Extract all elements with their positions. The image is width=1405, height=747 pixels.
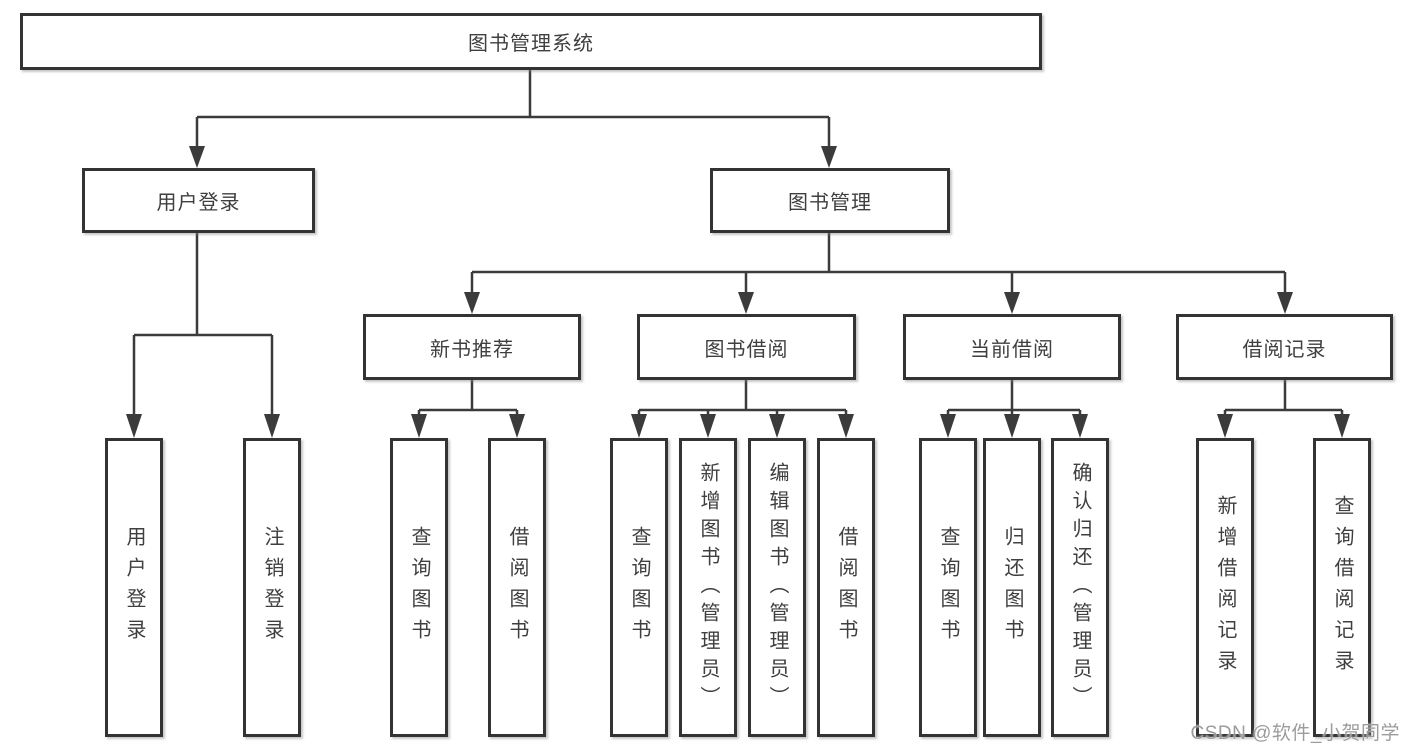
leaf-query-books-current: 查询图书 [919, 438, 977, 737]
leaf-user-login: 用户登录 [105, 438, 163, 737]
leaf-borrow-books-borrowing: 借阅图书 [817, 438, 875, 737]
leaf-query-books-recommend: 查询图书 [390, 438, 448, 737]
node-user-login: 用户登录 [82, 168, 315, 233]
node-new-book-recommend: 新书推荐 [363, 314, 581, 380]
leaf-edit-books-admin: 编辑图书（管理员） [748, 438, 806, 737]
node-borrowing-records: 借阅记录 [1176, 314, 1393, 380]
node-book-management: 图书管理 [710, 168, 950, 233]
leaf-confirm-return-admin: 确认归还（管理员） [1051, 438, 1109, 737]
leaf-add-borrow-record: 新增借阅记录 [1196, 438, 1254, 737]
csdn-watermark: CSDN @软件_小贺同学 [1190, 723, 1400, 744]
leaf-borrow-books-recommend: 借阅图书 [488, 438, 546, 737]
leaf-query-borrow-record: 查询借阅记录 [1313, 438, 1371, 737]
node-current-borrowing: 当前借阅 [903, 314, 1121, 380]
leaf-query-books-borrowing: 查询图书 [610, 438, 668, 737]
leaf-return-books: 归还图书 [983, 438, 1041, 737]
leaf-add-books-admin: 新增图书（管理员） [679, 438, 737, 737]
node-root-system: 图书管理系统 [20, 13, 1042, 70]
leaf-logout: 注销登录 [243, 438, 301, 737]
node-book-borrowing: 图书借阅 [637, 314, 856, 380]
